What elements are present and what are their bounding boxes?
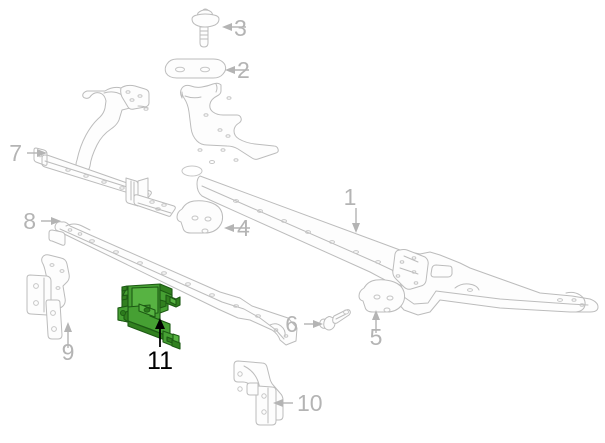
part-1-main-upper-tie-bar-beam	[196, 175, 599, 316]
callout-10-leader	[273, 399, 293, 407]
part-5-lower-gusset-plate	[358, 279, 406, 313]
part-10-right-vertical-support-bracket	[233, 360, 284, 426]
callout-1-label: 1	[344, 184, 357, 210]
callout-4-leader	[224, 224, 250, 232]
part-7-upper-left-arm	[75, 84, 150, 173]
part-2-flat-oval-retainer-plate	[164, 58, 227, 79]
part-11-highlighted-center-mounting-bracket	[117, 283, 181, 350]
callout-5-label: 5	[370, 324, 383, 350]
callout-2-label: 2	[237, 57, 250, 83]
callout-7-leader	[27, 149, 47, 157]
part-3-flanged-hex-bolt	[191, 8, 220, 48]
callout-1-leader	[352, 208, 360, 233]
callout-6-leader	[304, 320, 323, 328]
part-9-left-vertical-support-bracket	[26, 254, 70, 340]
callout-4-label: 4	[237, 215, 250, 241]
callout-9-leader	[64, 322, 72, 348]
callout-5-leader	[372, 310, 380, 333]
callout-8-label: 8	[23, 208, 36, 234]
callout-11-label: 11	[147, 347, 173, 375]
callout-8-leader	[41, 217, 61, 225]
callout-11-leader	[155, 318, 165, 347]
callout-6-label: 6	[285, 311, 298, 337]
part-7-center-mount-block	[125, 177, 176, 217]
part-1-center-upper-panel	[180, 82, 279, 177]
part-4-upper-gusset-plate	[176, 200, 224, 234]
part-7-left-side-rail	[33, 147, 152, 199]
callout-2-leader	[225, 66, 249, 74]
part-6-small-shoulder-screw	[319, 309, 351, 331]
callout-3-leader	[222, 23, 246, 31]
callout-3-label: 3	[234, 15, 247, 41]
callout-9-label: 9	[62, 339, 75, 365]
part-1-beam-center-node	[392, 249, 453, 290]
callout-10-label: 10	[297, 390, 323, 416]
part-8-lower-left-side-rail	[48, 221, 298, 346]
callout-7-label: 7	[9, 140, 22, 166]
